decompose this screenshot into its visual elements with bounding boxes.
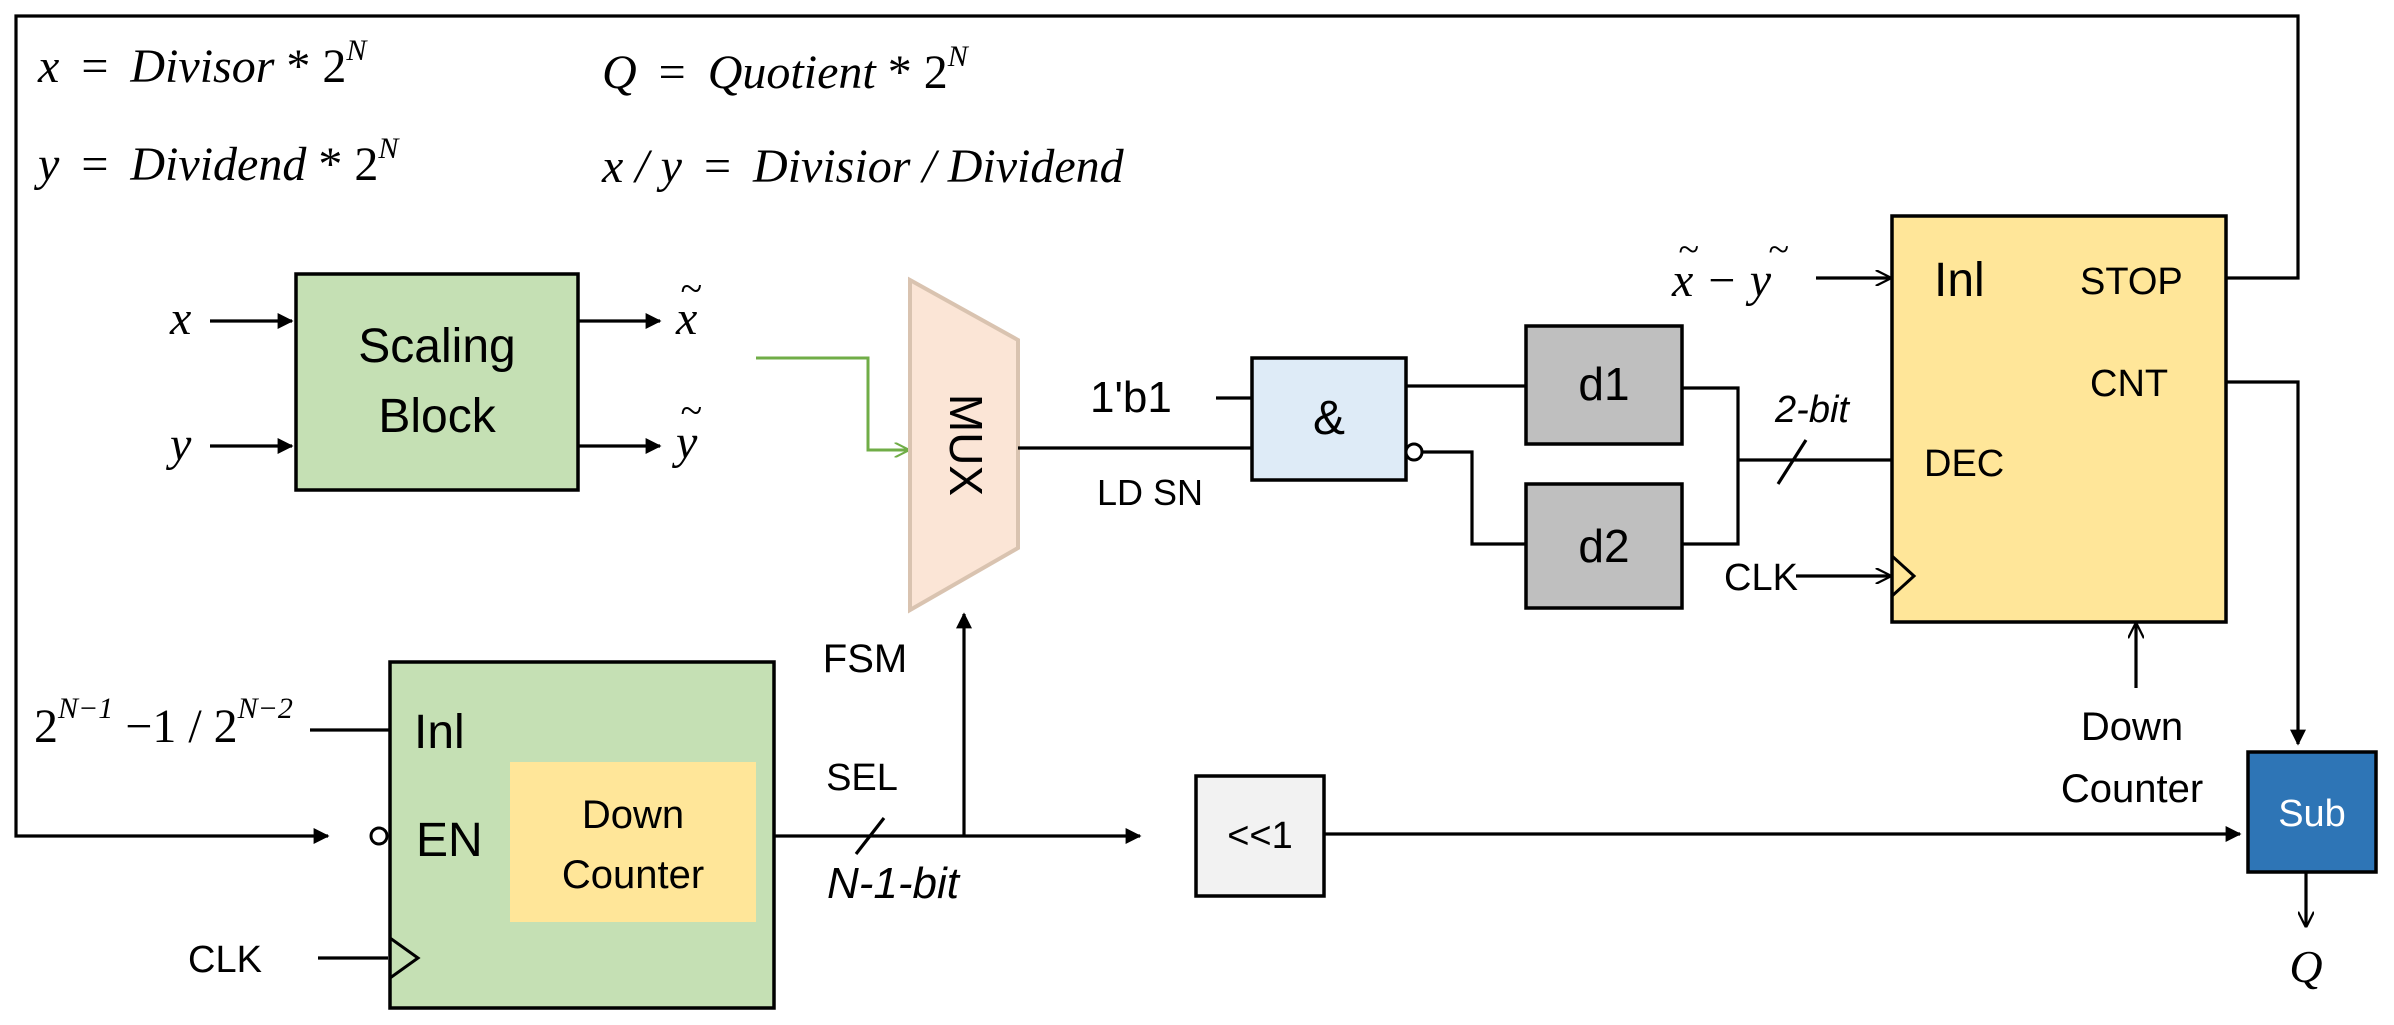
- label-y-in: y: [165, 418, 192, 471]
- inner-down-counter: [510, 762, 756, 922]
- eq-q: Q = Quotient * 2N: [602, 40, 970, 99]
- bottom-inl-label: Inl: [414, 706, 465, 759]
- en-label: EN: [416, 814, 483, 867]
- dec-label: DEC: [1924, 443, 2004, 485]
- stop-feedback-wire: [14, 14, 2300, 844]
- sel-bus-slash: [854, 817, 886, 855]
- mux-group: MUX FSM: [823, 276, 1020, 836]
- and-gate-label: &: [1313, 392, 1345, 445]
- green-feedback-wire: [756, 356, 908, 450]
- bus2-slash: [1776, 439, 1808, 485]
- diff-input-label: x − y: [1671, 254, 1772, 307]
- mux-body: [908, 276, 1020, 614]
- label-x-out: x: [675, 292, 697, 345]
- top-clk-triangle: [1890, 554, 1917, 598]
- scaling-block: [294, 272, 580, 492]
- cnt-to-sub-wire: [2226, 380, 2306, 746]
- shift-block: [1194, 774, 1326, 898]
- eq-y: y = Dividend * 2N: [33, 132, 400, 191]
- stop-label: STOP: [2080, 261, 2183, 303]
- top-down-label-2: Counter: [2061, 767, 2203, 811]
- eq-x: x = Divisor * 2N: [37, 34, 368, 93]
- tilde-x-out: ~: [680, 266, 702, 311]
- top-counter-block: [1890, 214, 2228, 624]
- scaling-block-label-1: Scaling: [358, 320, 515, 373]
- bottom-clk-label: CLK: [188, 939, 262, 981]
- en-inversion-bubble: [369, 826, 389, 846]
- bottom-counter-group: Down Counter Inl EN CLK 2N−1 −1 / 2N−2: [34, 660, 776, 1010]
- tilde-diff-x: ~: [1678, 229, 1699, 271]
- sel-bus-label: N-1-bit: [827, 859, 961, 908]
- inner-down-label-1: Down: [582, 793, 684, 837]
- inner-down-label-2: Counter: [562, 853, 704, 897]
- equations: x = Divisor * 2N y = Dividend * 2N Q = Q…: [33, 34, 1125, 193]
- shift-label: <<1: [1227, 815, 1293, 857]
- q-output-label: Q: [2289, 941, 2322, 992]
- scaling-block-group: x y Scaling Block x ~ y ~: [165, 266, 702, 492]
- delay-d2: [1524, 482, 1684, 610]
- and-gate: [1250, 356, 1408, 482]
- mux-label: MUX: [940, 394, 992, 496]
- sub-block: [2246, 750, 2378, 874]
- fsm-label: FSM: [823, 637, 907, 681]
- init-value-label: 2N−1 −1 / 2N−2: [34, 692, 293, 753]
- top-clk-label: CLK: [1724, 557, 1798, 599]
- bus2-label: 2-bit: [1774, 389, 1850, 431]
- bottom-clk-triangle: [389, 936, 421, 980]
- tilde-y-out: ~: [680, 388, 702, 433]
- top-inl-label: Inl: [1934, 254, 1985, 307]
- sel-label: SEL: [826, 757, 898, 799]
- const-label: 1'b1: [1090, 373, 1172, 422]
- cnt-label: CNT: [2090, 363, 2168, 405]
- tilde-diff-y: ~: [1768, 229, 1789, 271]
- and-to-d2-wire: [1422, 450, 1526, 546]
- delay-d1-label: d1: [1578, 358, 1629, 410]
- sub-label: Sub: [2278, 793, 2346, 835]
- label-x-in: x: [169, 292, 191, 345]
- delay-d1: [1524, 324, 1684, 446]
- top-down-label-1: Down: [2081, 705, 2183, 749]
- label-y-out: y: [671, 416, 698, 469]
- delay-d2-label: d2: [1578, 520, 1629, 572]
- delay-merge-wire: [1682, 386, 1740, 546]
- eq-ratio: x / y = Divisior / Dividend: [601, 140, 1125, 193]
- ld-sn-label: LD SN: [1097, 472, 1203, 513]
- top-counter-group: Inl STOP CNT DEC CLK x − y ~ ~ Down Coun…: [1671, 214, 2228, 811]
- and-inversion-bubble: [1404, 442, 1424, 462]
- scaling-block-label-2: Block: [378, 390, 496, 443]
